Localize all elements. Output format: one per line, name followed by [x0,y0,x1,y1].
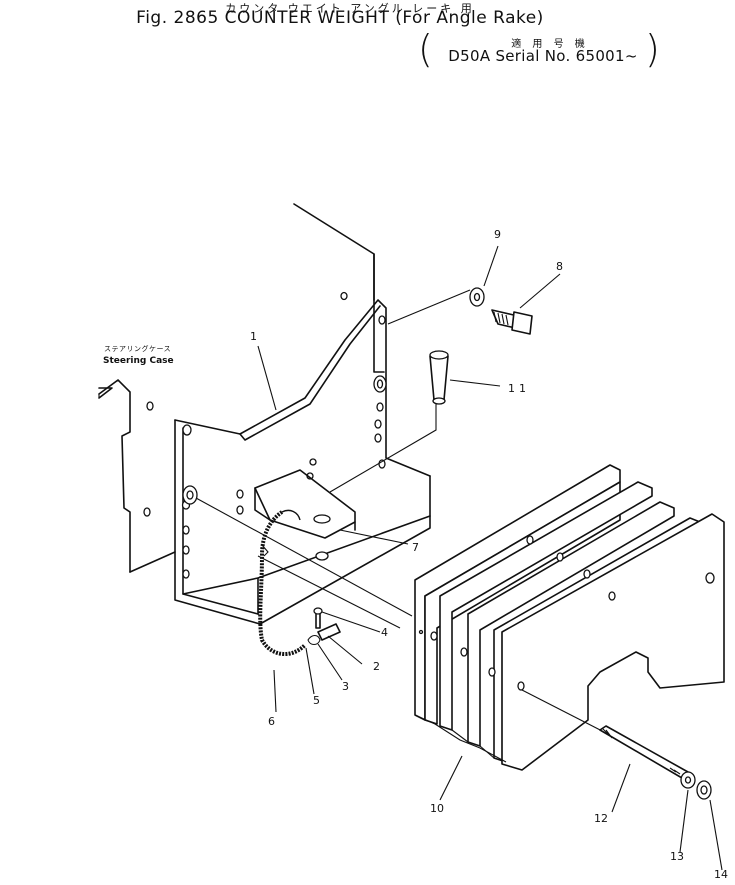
center-line-lower [257,555,401,629]
chain-part-6 [258,509,307,656]
washer-part-9 [469,287,485,307]
callout-leaders [257,245,723,871]
counter-weight-plates-part-10 [414,464,725,771]
callout-6: 6 [268,715,275,728]
center-line-stud [521,689,609,735]
bracket-part-1 [174,203,431,625]
steering-case-label: Steering Case [103,356,174,366]
callout-13: 13 [670,850,684,863]
pin-part-11 [329,350,449,493]
steering-case [98,379,176,573]
callout-10: 10 [430,802,444,815]
callout-14: 14 [714,868,728,881]
callout-11: 11 [508,382,530,395]
callout-3: 3 [342,680,349,693]
washer-part-13 [680,771,696,789]
figure-title-japanese: カウンタ ウエイト アングル レーキ 用 [225,2,475,15]
callout-9: 9 [494,228,501,241]
callout-12: 12 [594,812,608,825]
bolt-part-8 [491,309,533,335]
serial-label-japanese: 適 用 号 機 [511,39,589,50]
callout-4: 4 [381,626,388,639]
callout-2: 2 [373,660,380,673]
callout-7: 7 [412,541,419,554]
callout-1: 1 [250,330,257,343]
stud-bolt-part-12 [599,725,689,779]
mounting-block [254,469,356,561]
callout-8: 8 [556,260,563,273]
callout-5: 5 [313,694,320,707]
serial-bracket-right: ) [645,27,660,71]
figure-title: Fig. 2865 COUNTER WEIGHT (For Angle Rake… [136,8,544,28]
lock-pin-parts [307,607,341,646]
center-line-upper [195,497,413,617]
nut-part-14 [696,780,712,800]
steering-case-label-japanese: ステアリングケース [104,345,172,353]
center-line-bolt [387,289,471,325]
serial-number: D50A Serial No. 65001~ [448,47,638,65]
serial-bracket-left: ( [418,27,433,71]
